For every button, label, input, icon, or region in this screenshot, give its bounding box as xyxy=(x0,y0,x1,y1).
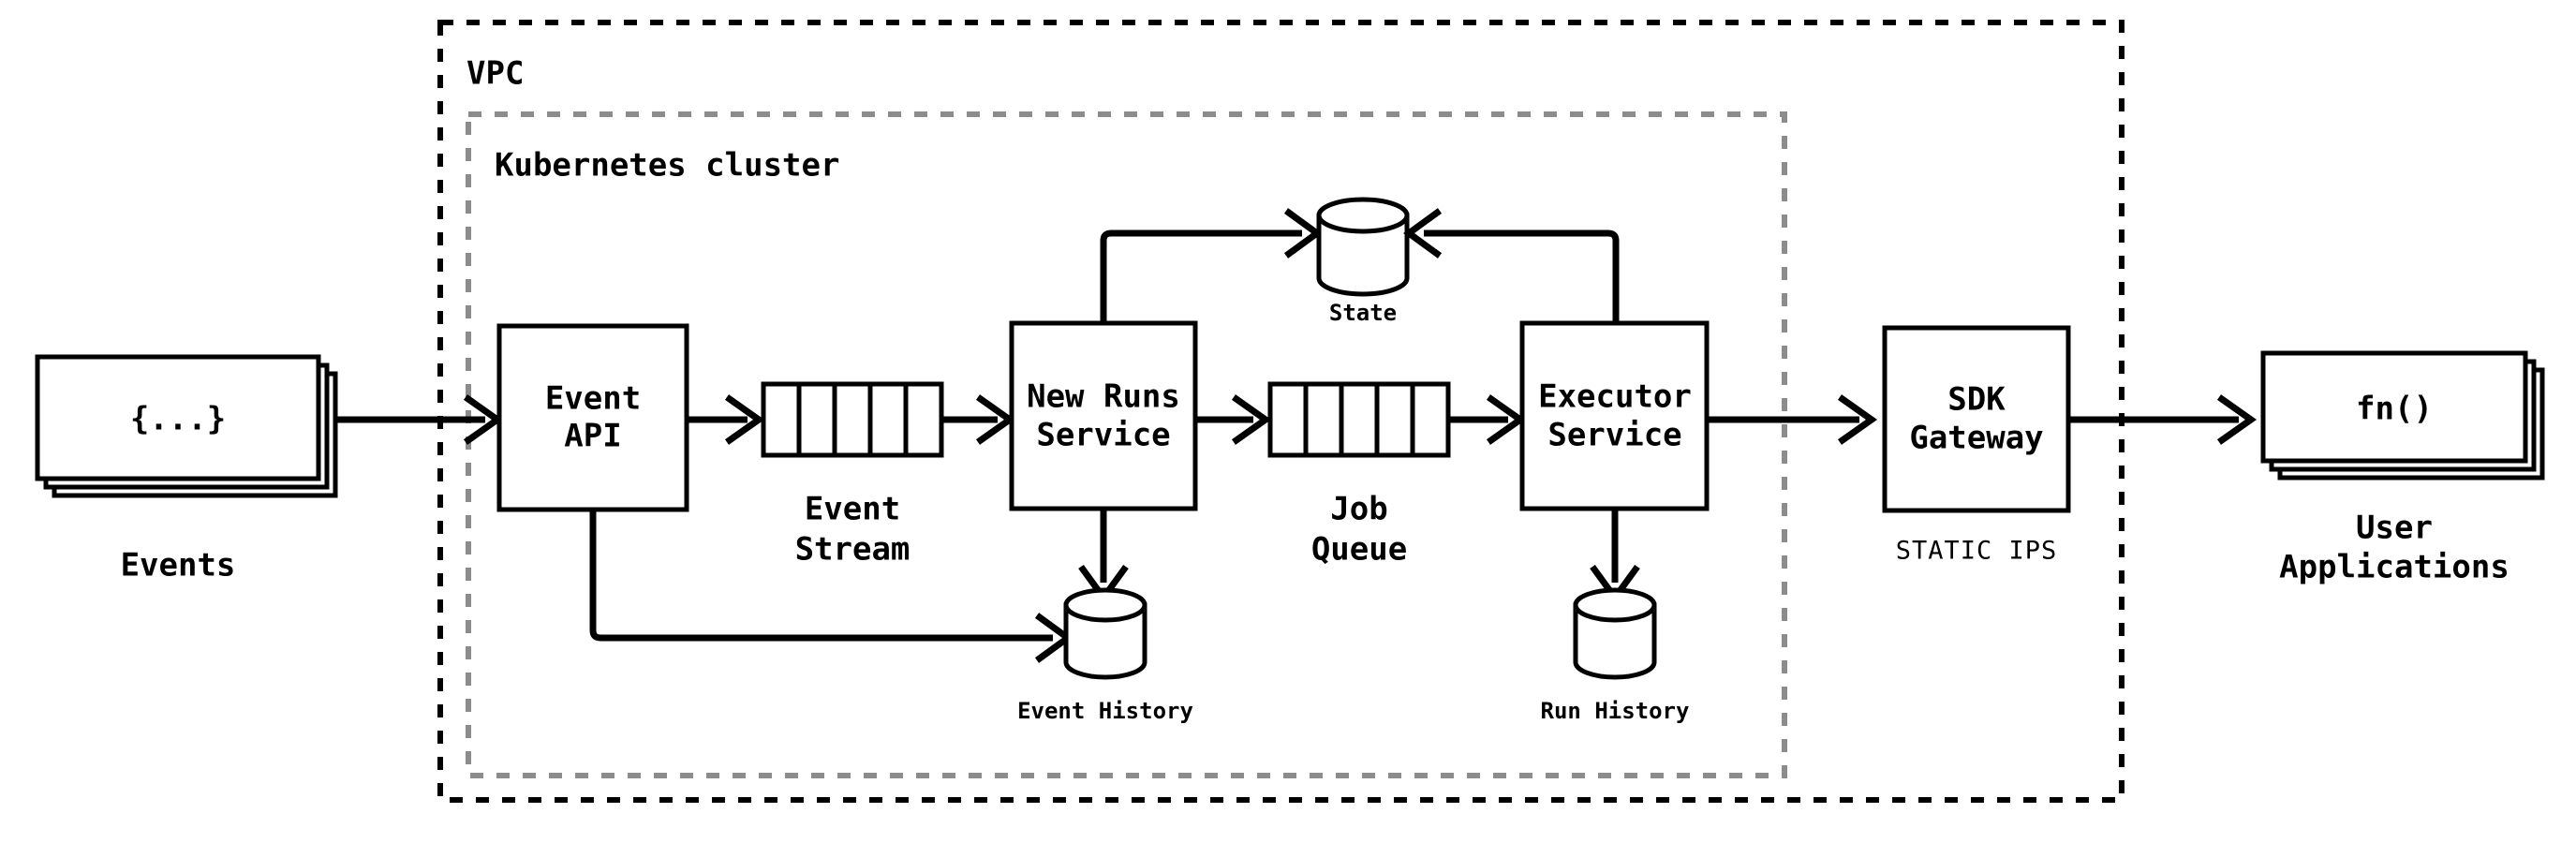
arrow-head-icon xyxy=(1231,394,1272,445)
user-apps-caption-line1: User xyxy=(2356,510,2433,547)
zone-vpc-label: VPC xyxy=(466,55,524,93)
new-runs-service-label-line2: Service xyxy=(1036,417,1170,454)
node-sdk-gateway: SDK Gateway STATIC IPS xyxy=(1882,325,2071,566)
zone-vpc-border xyxy=(437,20,2124,803)
user-apps-caption-line2: Applications xyxy=(2279,549,2509,586)
state-cylinder-body xyxy=(1316,213,1410,297)
event-stream-queue-box xyxy=(761,381,944,458)
new-runs-service-label-line1: New Runs xyxy=(1027,378,1180,416)
job-queue-caption-line1: Job xyxy=(1330,491,1387,528)
run-history-cylinder-body xyxy=(1573,602,1657,680)
user-apps-payload-label: fn() xyxy=(2356,391,2433,428)
edge-executor-to-state xyxy=(1403,208,1620,323)
sdk-gateway-label-line1: SDK xyxy=(1947,381,2006,419)
node-event-stream: Event Stream xyxy=(761,381,944,569)
event-api-label-line1: Event xyxy=(545,380,641,418)
arrow-head-icon xyxy=(1403,208,1443,259)
events-payload-label: {...} xyxy=(130,401,226,438)
job-queue-caption-line2: Queue xyxy=(1311,531,1407,569)
event-history-cylinder-body xyxy=(1063,602,1147,680)
node-new-runs-service: New Runs Service xyxy=(1009,320,1198,511)
new-runs-service-box xyxy=(1009,320,1198,511)
edge-line xyxy=(1100,229,1302,323)
edge-event-stream-to-new-runs xyxy=(941,394,1016,445)
node-job-queue: Job Queue xyxy=(1267,381,1451,569)
edge-line xyxy=(589,510,1053,642)
state-cylinder-top xyxy=(1316,197,1410,234)
event-api-label-line2: API xyxy=(564,418,621,455)
arrow-head-icon xyxy=(724,394,765,445)
job-queue-box xyxy=(1267,381,1451,458)
event-history-cylinder-top xyxy=(1063,587,1147,623)
run-history-cylinder-top xyxy=(1573,587,1657,623)
edge-event-api-to-event-stream xyxy=(687,394,765,445)
events-stack-front xyxy=(35,354,321,481)
run-history-caption: Run History xyxy=(1541,698,1690,724)
edge-line xyxy=(1424,229,1620,323)
zone-k8s-label: Kubernetes cluster xyxy=(495,147,839,185)
sdk-gateway-box xyxy=(1882,325,2071,513)
state-caption: State xyxy=(1329,300,1397,326)
node-state: State xyxy=(1316,197,1410,326)
event-stream-caption-line1: Event xyxy=(805,491,900,528)
executor-service-label-line1: Executor xyxy=(1538,378,1692,416)
edge-new-runs-to-event-history xyxy=(1078,509,1129,603)
node-events: {...} Events xyxy=(35,354,338,584)
edge-executor-to-sdk-gateway xyxy=(1707,394,1878,445)
executor-service-label-line2: Service xyxy=(1547,417,1681,454)
event-stream-caption-line2: Stream xyxy=(795,531,910,569)
edge-executor-to-run-history xyxy=(1590,509,1640,603)
node-event-history: Event History xyxy=(1017,587,1193,724)
events-caption: Events xyxy=(121,547,236,584)
event-history-caption: Event History xyxy=(1017,698,1193,724)
node-executor-service: Executor Service xyxy=(1519,320,1710,511)
arrow-head-icon xyxy=(1837,394,1878,445)
node-event-api: Event API xyxy=(496,323,689,512)
edge-new-runs-to-state xyxy=(1100,208,1323,323)
node-user-applications: fn() User Applications xyxy=(2260,350,2545,586)
sdk-gateway-label-line2: Gateway xyxy=(1909,420,2043,457)
edge-new-runs-to-job-queue xyxy=(1195,394,1272,445)
sdk-gateway-static-ips-caption: STATIC IPS xyxy=(1896,537,2058,566)
edge-sdk-gateway-to-user-apps xyxy=(2068,394,2258,445)
arrow-head-icon xyxy=(2216,394,2258,445)
user-apps-stack-front xyxy=(2260,350,2528,464)
node-run-history: Run History xyxy=(1541,587,1690,724)
edge-job-queue-to-executor xyxy=(1448,394,1527,445)
edge-events-to-event-api xyxy=(335,394,504,445)
zone-k8s-border xyxy=(466,111,1787,778)
